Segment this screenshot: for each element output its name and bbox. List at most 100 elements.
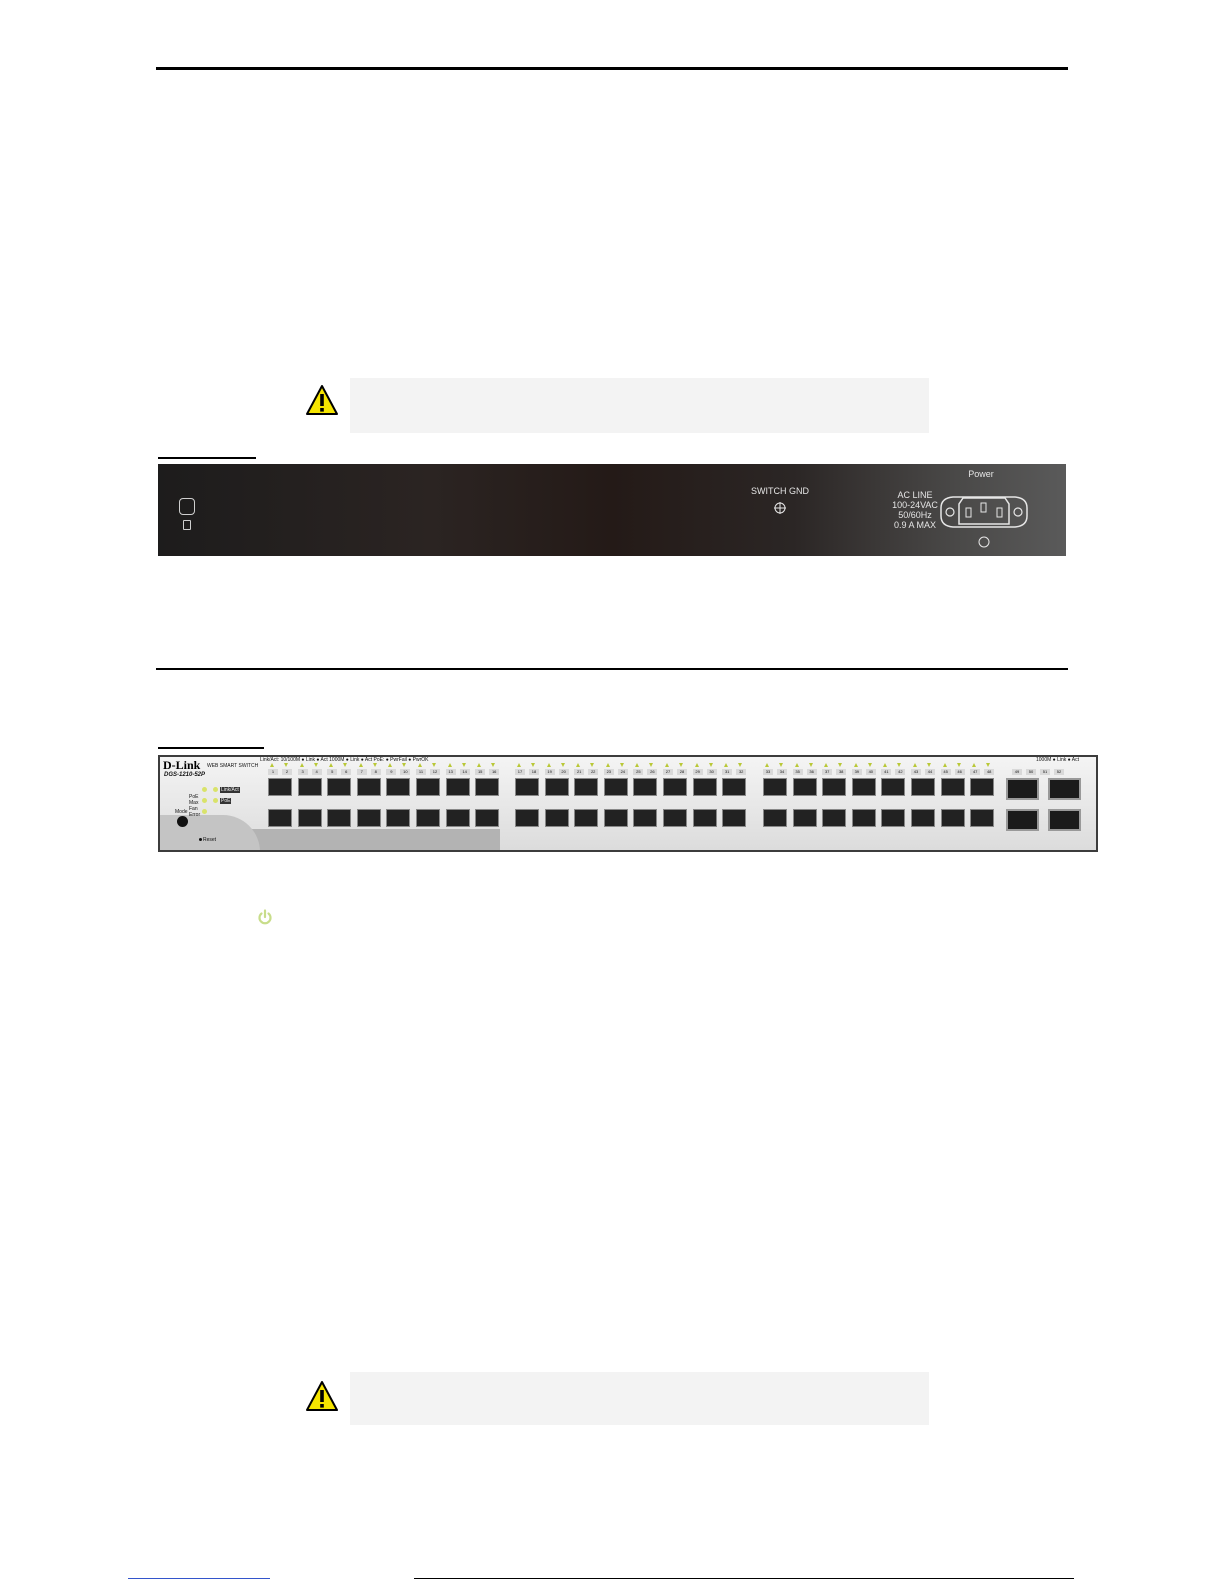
port-number-label: 27 [663,769,673,775]
port-led [605,763,610,767]
port-number-label: 31 [722,769,733,775]
port-led [724,763,729,767]
port-led [402,763,407,767]
port-32 [722,809,747,827]
port-34 [763,809,787,827]
port-33 [763,778,787,796]
port-led [432,763,436,767]
port-number-label: 41 [881,769,892,775]
port-10 [386,809,411,827]
port-number-label: 44 [925,769,935,775]
port-47 [970,778,995,796]
port-led [546,763,551,767]
port-led [560,763,565,767]
sfp-legend: 1000M ● Link ● Act [1036,757,1080,763]
port-15 [475,778,500,796]
port-19 [544,778,569,796]
sfp-number-label: 52 [1054,769,1064,775]
model-label: DGS-1210-52P [164,772,206,778]
caution-callout [350,378,929,433]
security-slot [179,498,195,515]
port-number-label: 22 [588,769,599,775]
front-panel-left-fill [160,815,260,850]
port-led [838,763,843,767]
port-led [619,763,624,767]
port-led [956,763,961,767]
mode-button[interactable] [177,816,188,827]
port-led [986,763,991,767]
port-number-label: 20 [558,769,569,775]
port-30 [692,809,717,827]
port-number-label: 32 [736,769,747,775]
port-number-label: 21 [574,769,585,775]
reset-label: Reset [203,837,217,843]
port-number-label: 12 [430,769,440,775]
footer-rule [414,1578,1074,1579]
port-led [635,763,640,767]
port-11 [416,778,440,796]
port-number-label: 48 [984,769,995,775]
port-led [765,763,769,767]
footer-link-underline [128,1578,270,1579]
port-number-label: 38 [836,769,847,775]
port-number-label: 4 [311,769,322,775]
port-39 [851,778,876,796]
port-12 [416,809,440,827]
port-number-label: 9 [386,769,397,775]
port-led [972,763,977,767]
power-label: Power [968,469,994,479]
port-42 [881,809,906,827]
port-legend: Link/Act: 10/100M ● Link ● Act 1000M ● L… [260,757,429,763]
warning-icon [306,385,338,415]
port-led [329,763,334,767]
port-number-label: 37 [822,769,833,775]
port-36 [792,809,817,827]
port-led [824,763,829,767]
caution-callout-2 [350,1372,929,1425]
reset-button[interactable] [199,838,202,841]
port-led [738,763,743,767]
port-led [270,763,274,767]
port-44 [911,809,935,827]
port-number-label: 33 [763,769,773,775]
port-led [447,763,452,767]
port-26 [633,809,658,827]
port-number-label: 28 [677,769,687,775]
port-led [649,763,654,767]
poe-mode-led [213,798,218,803]
port-3 [297,778,322,796]
port-5 [327,778,352,796]
port-led [418,763,422,767]
figure-caption-underline [158,457,256,459]
port-led [299,763,304,767]
port-led [927,763,931,767]
port-number-label: 46 [954,769,965,775]
port-number-label: 30 [706,769,717,775]
port-25 [633,778,658,796]
port-number-label: 10 [400,769,411,775]
port-17 [515,778,539,796]
sfp-number-label: 49 [1012,769,1022,775]
port-led [284,763,288,767]
port-led [477,763,482,767]
port-led [897,763,902,767]
port-number-label: 1 [268,769,278,775]
port-number-label: 23 [603,769,614,775]
sfp-port-52 [1048,809,1081,831]
port-number-label: 17 [515,769,525,775]
port-led [853,763,858,767]
ac-current-label: 0.9 A MAX [893,520,937,530]
port-led [313,763,318,767]
port-number-label: 5 [327,769,338,775]
rear-panel-image: SWITCH GND AC LINE 100-24VAC 50/60Hz 0.9… [158,464,1066,556]
port-led [942,763,947,767]
warning-icon-2 [306,1381,338,1411]
poe-mode-label: PoE [220,798,232,804]
port-28 [663,809,687,827]
port-number-label: 7 [356,769,367,775]
port-24 [603,809,628,827]
port-led [358,763,363,767]
port-led [867,763,872,767]
sfp-number-label: 50 [1026,769,1036,775]
port-9 [386,778,411,796]
